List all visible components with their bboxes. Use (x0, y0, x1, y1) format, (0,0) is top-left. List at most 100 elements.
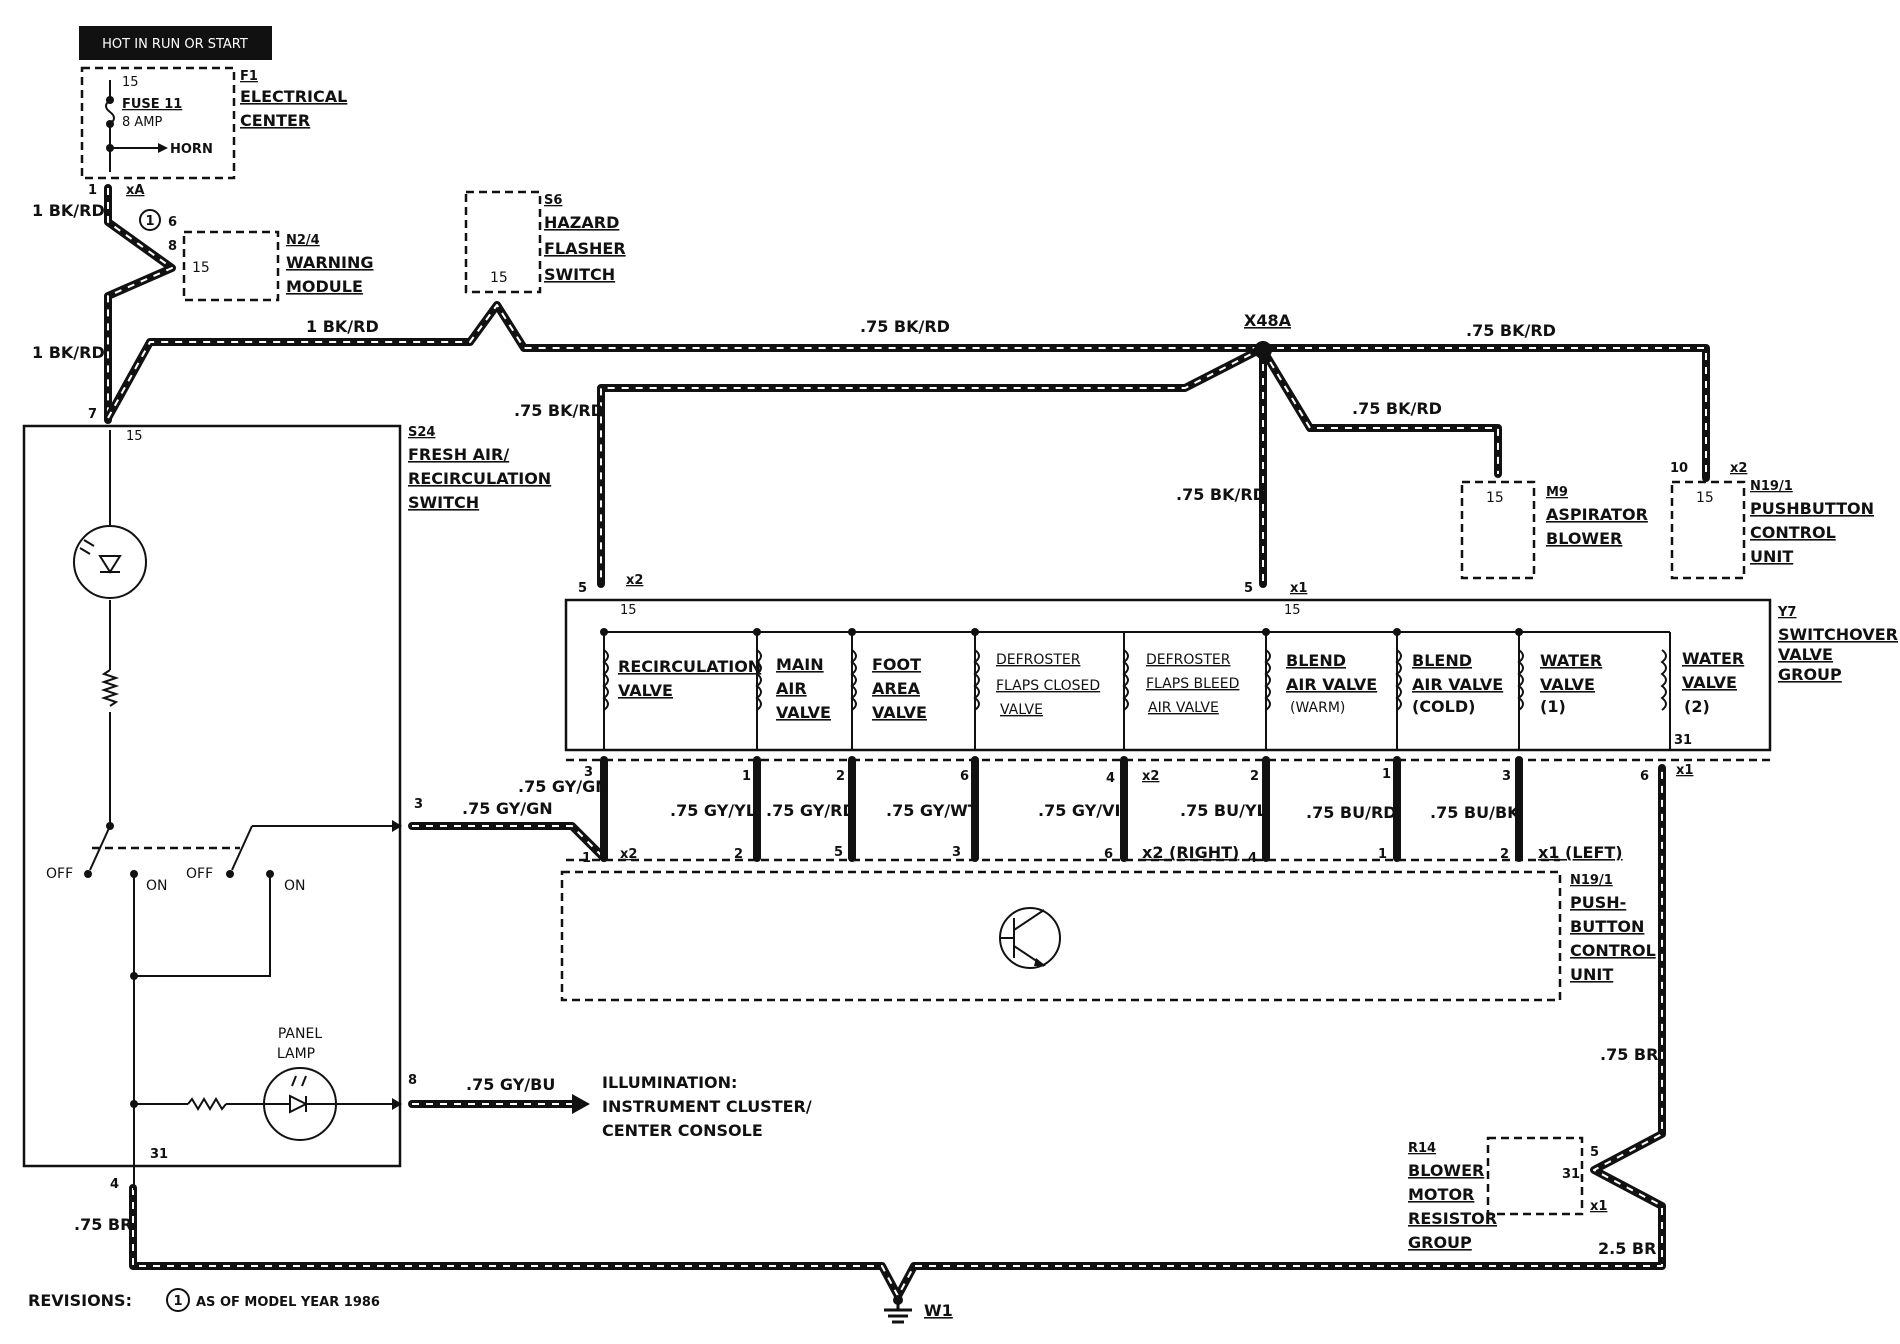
wire-br-3: 2.5 BR (1598, 1239, 1656, 1258)
r14-x1: x1 (1590, 1199, 1607, 1214)
wire-gywt: .75 GY/WT (886, 801, 979, 820)
wire-bkrd-1: .75 BK/RD (860, 317, 950, 336)
f1-horn: HORN (170, 142, 213, 157)
valve-4a: DEFROSTER (996, 652, 1081, 668)
r14-id: R14 (1408, 1141, 1436, 1156)
pin-t1: 1 (742, 769, 751, 784)
valve-4b: FLAPS CLOSED (996, 678, 1100, 694)
pin-t3b: 3 (1502, 769, 1511, 784)
pin-b6: 6 (1104, 847, 1113, 862)
wire-1bkrd-c: 1 BK/RD (32, 343, 105, 362)
n191-name2: BUTTON (1570, 917, 1644, 936)
s24-lamp2: LAMP (277, 1046, 315, 1062)
illum-l3: CENTER CONSOLE (602, 1121, 763, 1140)
wire-bubk: .75 BU/BK (1430, 803, 1520, 822)
n191-id: N19/1 (1570, 873, 1613, 888)
pin-tx1: x1 (1676, 763, 1693, 778)
ground-id: W1 (924, 1301, 953, 1320)
r14-box (1486, 1136, 1584, 1216)
m9-name1: ASPIRATOR (1546, 505, 1648, 524)
s24-name2: RECIRCULATION (408, 469, 551, 488)
pin-b4: 4 (1248, 851, 1257, 866)
n191top-p10: 10 (1670, 461, 1688, 476)
n191top-box (1670, 480, 1746, 580)
s24-indicator-lamp (73, 525, 147, 599)
y7-coils (602, 631, 1671, 750)
n24-p8: 8 (168, 239, 177, 254)
conn-1: 1 (88, 183, 97, 198)
rev-marker-num: 1 (145, 214, 154, 229)
n191-name4: UNIT (1570, 965, 1613, 984)
n191top-name2: CONTROL (1750, 523, 1836, 542)
s24-lamp1: PANEL (278, 1026, 322, 1042)
pin-t4: 4 (1106, 771, 1115, 786)
rev-marker-circle (139, 209, 161, 231)
wire-gygn-2: .75 GY/GN (518, 777, 609, 796)
pin-b1: 1 (582, 851, 591, 866)
valve-7b: AIR VALVE (1412, 675, 1503, 694)
r14-name1: BLOWER (1408, 1161, 1484, 1180)
r14-name3: RESISTOR (1408, 1209, 1497, 1228)
s24-off2: OFF (186, 866, 213, 882)
x48a-label: X48A (1244, 311, 1292, 330)
valve-5a: DEFROSTER (1146, 652, 1231, 668)
valve-6b: AIR VALVE (1286, 675, 1377, 694)
y7-name3: GROUP (1778, 665, 1842, 684)
wire-burd: .75 BU/RD (1306, 803, 1397, 822)
n191top-id: N19/1 (1750, 479, 1793, 494)
n24-box (182, 230, 280, 302)
s6-name3: SWITCH (544, 265, 615, 284)
n191-name3: CONTROL (1570, 941, 1656, 960)
pin-t2: 2 (836, 769, 845, 784)
s24-p15: 15 (126, 429, 143, 444)
pin-b1b: 1 (1378, 847, 1387, 862)
valve-1a: RECIRCULATION (618, 657, 761, 676)
f1-fuse: FUSE 11 (122, 97, 182, 112)
n24-name2: MODULE (286, 277, 363, 296)
valve-7a: BLEND (1412, 651, 1472, 670)
s24-name3: SWITCH (408, 493, 479, 512)
valve-3b: AREA (872, 679, 921, 698)
pin-t2b: 2 (1250, 769, 1259, 784)
pin-b3: 3 (952, 845, 961, 860)
pin-t6: 6 (960, 769, 969, 784)
wire-gyyl: .75 GY/YL (670, 801, 756, 820)
r14-p31: 31 (1562, 1167, 1580, 1182)
valve-1b: VALVE (618, 681, 673, 700)
y7-id: Y7 (1777, 605, 1796, 620)
r14-p5: 5 (1590, 1145, 1599, 1160)
revisions-label: REVISIONS: (28, 1291, 132, 1310)
pin-tx2: x2 (1142, 769, 1159, 784)
valve-9b: VALVE (1682, 673, 1737, 692)
wire-bkrd-5: .75 BK/RD (1176, 485, 1266, 504)
pin-t3: 3 (584, 765, 593, 780)
header-bar (79, 26, 272, 60)
n191top-name1: PUSHBUTTON (1750, 499, 1874, 518)
valve-8b: VALVE (1540, 675, 1595, 694)
valve-2c: VALVE (776, 703, 831, 722)
r14-name4: GROUP (1408, 1233, 1472, 1252)
r14-name2: MOTOR (1408, 1185, 1474, 1204)
f1-name2: CENTER (240, 111, 310, 130)
illum-l2: INSTRUMENT CLUSTER/ (602, 1097, 812, 1116)
wire-gyrd: .75 GY/RD (766, 801, 856, 820)
wire-1bkrd-b: 1 BK/RD (306, 317, 379, 336)
f1-name1: ELECTRICAL (240, 87, 347, 106)
n24-pin: 15 (192, 260, 210, 276)
valve-5b: FLAPS BLEED (1146, 676, 1239, 692)
valve-8c: (1) (1540, 697, 1566, 716)
conn-3: 3 (414, 797, 423, 812)
wire-1bkrd-a: 1 BK/RD (32, 201, 105, 220)
pin-b2b: 2 (1500, 847, 1509, 862)
s6-pin: 15 (490, 270, 508, 286)
wire-gygn-1: .75 GY/GN (462, 799, 553, 818)
s6-name2: FLASHER (544, 239, 626, 258)
y7-p5a: 5 (578, 581, 587, 596)
y7-p5b: 5 (1244, 581, 1253, 596)
valve-9a: WATER (1682, 649, 1744, 668)
s24-on2: ON (284, 878, 306, 894)
n191top-name3: UNIT (1750, 547, 1793, 566)
valve-6a: BLEND (1286, 651, 1346, 670)
n191-box (560, 870, 1562, 1002)
m9-id: M9 (1546, 485, 1568, 500)
